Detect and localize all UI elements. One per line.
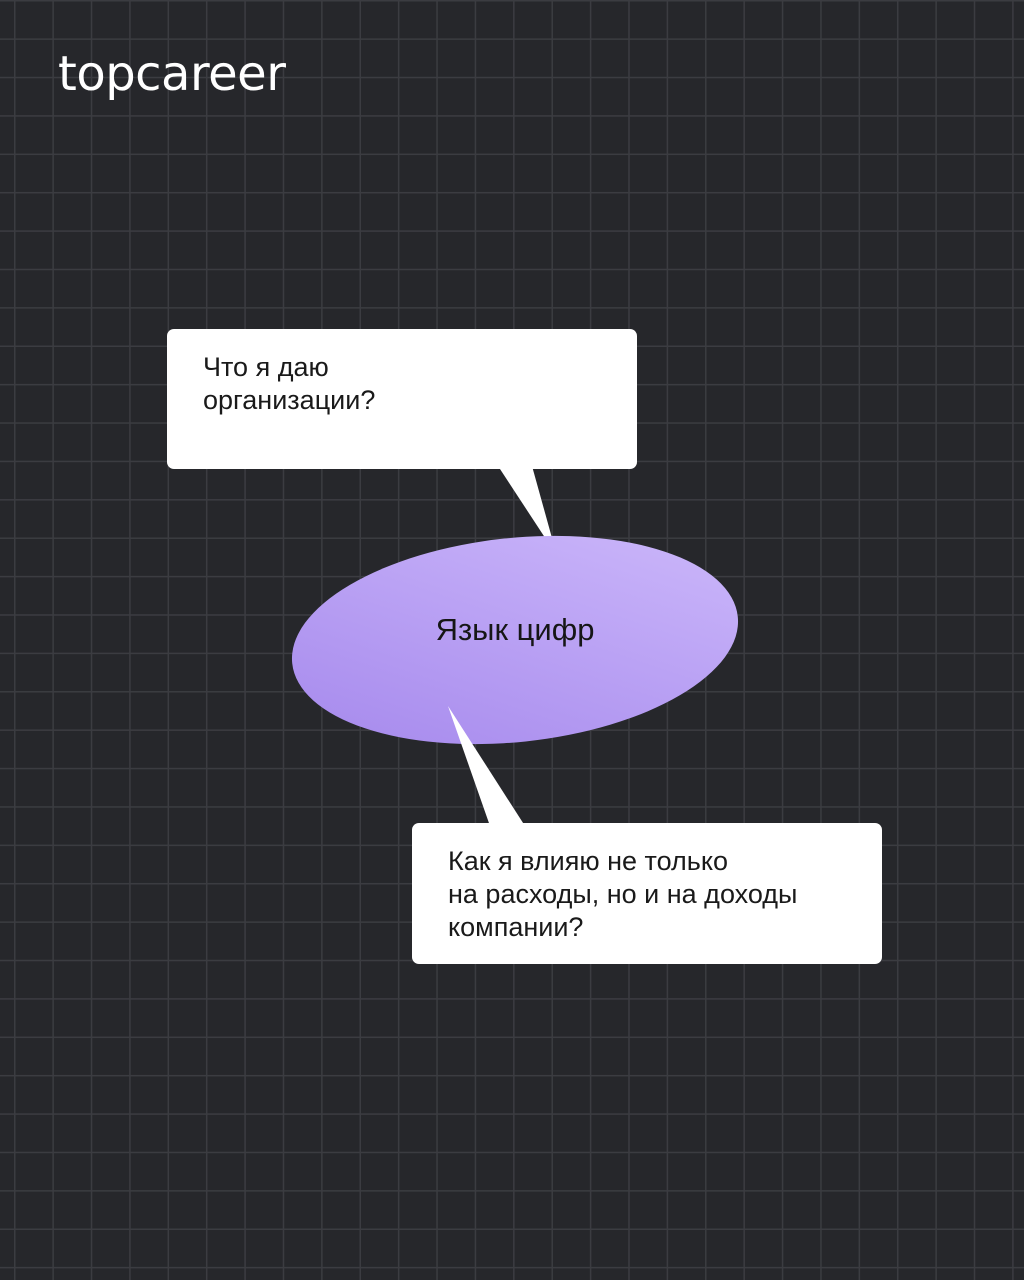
center-label: Язык цифр [435,612,595,647]
topcareer-logo: topcareer [58,46,286,102]
center-ellipse [291,535,739,745]
question-bubble-bottom: Как я влияю не только на расходы, но и н… [412,823,882,964]
bottom-bubble-tail [448,706,525,826]
question-bubble-top: Что я даю организации? [167,329,637,469]
question-top-line-2: организации? [203,385,376,415]
question-top-line-1: Что я даю [203,352,329,382]
top-bubble-tail [498,466,557,556]
question-bottom-line-3: компании? [448,912,584,942]
question-bottom-line-1: Как я влияю не только [448,846,728,876]
question-bottom-line-2: на расходы, но и на доходы [448,879,798,909]
